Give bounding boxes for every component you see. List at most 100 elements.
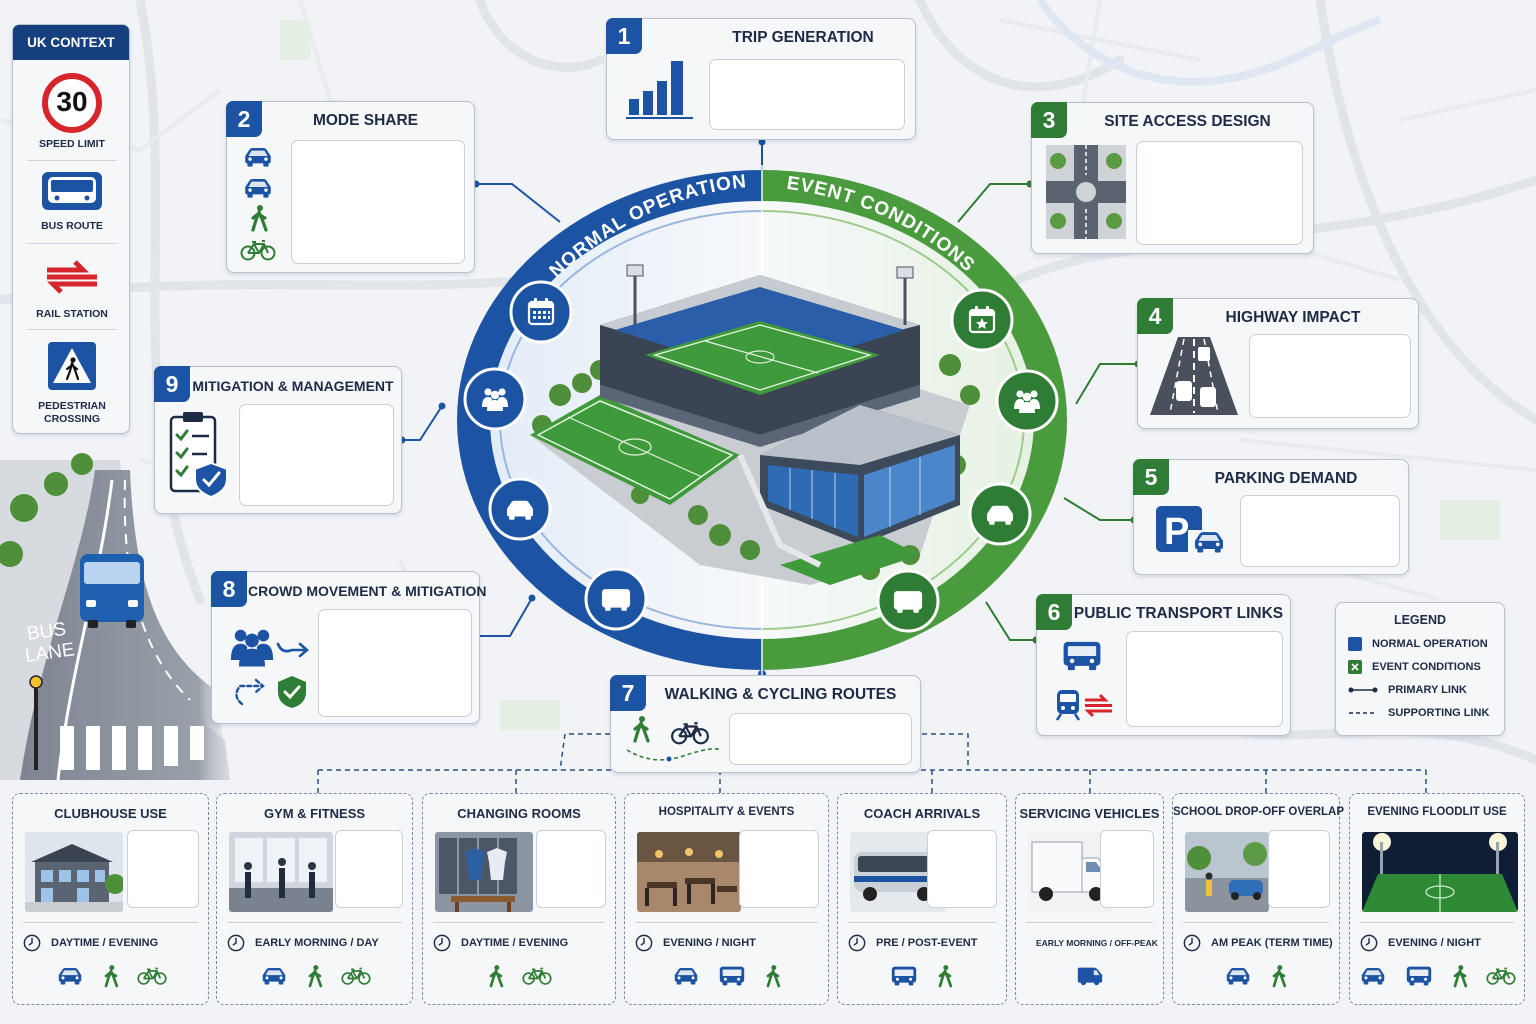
- evening-floodlit-use-photo: [1362, 832, 1518, 912]
- school-drop-off-overlap-card[interactable]: SCHOOL DROP-OFF OVERLAP AM PEAK (TERM TI…: [1172, 793, 1345, 1005]
- site-access-textbox[interactable]: [1136, 141, 1303, 245]
- use-title: SCHOOL DROP-OFF OVERLAP: [1173, 806, 1345, 818]
- clipboard-checklist-icon: [169, 412, 228, 499]
- pedestrian-icon: [766, 964, 780, 988]
- pedestrian-crossing-label: PEDESTRIAN CROSSING: [38, 400, 106, 425]
- gym-fitness-card[interactable]: GYM & FITNESS EARLY MORNING / DAY: [216, 793, 413, 1005]
- use-modes: [13, 964, 208, 988]
- servicing-vehicles-textbox[interactable]: [1100, 830, 1154, 908]
- hospitality-events-card[interactable]: HOSPITALITY & EVENTS EVENING / NIGHT: [624, 793, 829, 1005]
- servicing-vehicles-card[interactable]: SERVICING VEHICLES EARLY MORNING / OFF-P…: [1015, 793, 1164, 1005]
- legend-primary-link: PRIMARY LINK: [1348, 682, 1467, 698]
- clock-icon: [1360, 934, 1378, 952]
- primary-link-icon: [1348, 687, 1378, 693]
- pedestrian-icon: [104, 964, 118, 988]
- walking-cycling-textbox[interactable]: [729, 713, 912, 765]
- car-icon: [674, 968, 697, 985]
- coach-arrivals-textbox[interactable]: [927, 830, 997, 908]
- changing-rooms-card[interactable]: CHANGING ROOMS DAYTIME / EVENING: [422, 793, 616, 1005]
- gym-fitness-photo: [229, 832, 333, 912]
- trip-generation-textbox[interactable]: [709, 59, 905, 130]
- bus-route-icon: [42, 172, 102, 210]
- mitigation-management-card[interactable]: 9 MITIGATION & MANAGEMENT: [154, 366, 402, 514]
- use-time-label: DAYTIME / EVENING: [461, 937, 569, 949]
- use-time: EARLY MORNING / DAY: [227, 934, 406, 952]
- svg-text:P: P: [1164, 511, 1189, 553]
- speed-limit-value: 30: [56, 86, 88, 117]
- use-time: PRE / POST-EVENT: [848, 934, 1000, 952]
- parking-demand-card[interactable]: 5 PARKING DEMAND P: [1133, 459, 1409, 575]
- walking-cycling-routes-card[interactable]: 7 WALKING & CYCLING ROUTES: [610, 675, 921, 773]
- school-drop-off-overlap-textbox[interactable]: [1268, 830, 1330, 908]
- use-title: SERVICING VEHICLES: [1019, 806, 1160, 821]
- mode-share-card[interactable]: 2 MODE SHARE: [226, 101, 475, 273]
- bicycle-icon: [136, 967, 167, 985]
- event-swatch-icon: [1348, 660, 1362, 674]
- public-transport-links-card[interactable]: 6 PUBLIC TRANSPORT LINKS: [1036, 594, 1291, 736]
- use-time: AM PEAK (TERM TIME): [1183, 934, 1333, 952]
- gym-fitness-textbox[interactable]: [335, 830, 403, 908]
- use-time-label: AM PEAK (TERM TIME): [1211, 937, 1333, 949]
- use-modes: [625, 964, 828, 988]
- uk-context-title: UK CONTEXT: [13, 25, 129, 60]
- rail-station-icon: [46, 260, 97, 294]
- evening-floodlit-use-card[interactable]: EVENING FLOODLIT USE EVENING / NIGHT: [1349, 793, 1525, 1005]
- highway-impact-card[interactable]: 4 HIGHWAY IMPACT: [1137, 298, 1419, 429]
- card-number-badge: 2: [226, 101, 262, 137]
- use-time-label: DAYTIME / EVENING: [51, 937, 159, 949]
- changing-rooms-textbox[interactable]: [536, 830, 606, 908]
- bus-icon: [719, 966, 744, 986]
- use-time-label: EARLY MORNING / OFF-PEAK: [1036, 938, 1158, 948]
- pedestrian-crossing-icon: [48, 342, 96, 390]
- hospitality-events-photo: [637, 832, 741, 912]
- mitigation-management-textbox[interactable]: [239, 404, 394, 506]
- bicycle-icon: [1486, 967, 1516, 985]
- route-path-icon: [626, 748, 722, 762]
- card-number-badge: 1: [606, 18, 642, 54]
- card-title: SITE ACCESS DESIGN: [1104, 113, 1271, 130]
- site-access-design-card[interactable]: 3 SITE ACCESS DESIGN: [1031, 102, 1314, 254]
- bicycle-icon: [522, 967, 552, 985]
- card-title: PARKING DEMAND: [1214, 470, 1358, 487]
- highway-impact-textbox[interactable]: [1249, 334, 1411, 418]
- highway-icon: [1150, 337, 1238, 415]
- legend-event-conditions: EVENT CONDITIONS: [1348, 659, 1481, 675]
- use-modes: [1016, 964, 1163, 988]
- legend-normal-operation: NORMAL OPERATION: [1348, 636, 1488, 652]
- card-number-badge: 7: [610, 675, 646, 711]
- mode-share-textbox[interactable]: [291, 140, 465, 264]
- card-title: TRIP GENERATION: [732, 29, 874, 46]
- use-modes: [217, 964, 412, 988]
- pedestrian-icon: [489, 964, 504, 988]
- public-transport-textbox[interactable]: [1126, 631, 1283, 727]
- bus-route-label: BUS ROUTE: [41, 220, 103, 232]
- hospitality-events-textbox[interactable]: [739, 830, 819, 908]
- clock-icon: [635, 934, 653, 952]
- pedestrian-icon: [308, 964, 322, 988]
- rail-station-label: RAIL STATION: [36, 308, 108, 320]
- trip-generation-card[interactable]: 1 TRIP GENERATION: [606, 18, 916, 140]
- operations-hub: NORMAL OPERATION EVENT CONDITIONS: [457, 165, 1067, 675]
- bicycle-icon: [240, 238, 276, 262]
- junction-icon: [1046, 145, 1126, 239]
- parking-demand-textbox[interactable]: [1240, 495, 1400, 567]
- use-title: GYM & FITNESS: [263, 806, 366, 821]
- pedestrian-icon: [1453, 964, 1468, 988]
- crowd-movement-card[interactable]: 8 CROWD MOVEMENT & MITIGATION: [211, 571, 487, 724]
- car-icon: [1226, 968, 1250, 985]
- use-modes: [1350, 964, 1524, 988]
- hub-icons: [463, 280, 1059, 633]
- card-title: MODE SHARE: [312, 112, 419, 129]
- shield-check-icon: [278, 676, 306, 708]
- bicycle-icon: [669, 720, 711, 746]
- card-title: CROWD MOVEMENT & MITIGATION: [248, 583, 487, 599]
- clubhouse-use-textbox[interactable]: [127, 830, 199, 908]
- coach-arrivals-card[interactable]: COACH ARRIVALS PRE / POST-EVENT: [837, 793, 1007, 1005]
- clock-icon: [1183, 934, 1201, 952]
- clubhouse-use-card[interactable]: CLUBHOUSE USE DAYTIME / EVENING: [12, 793, 209, 1005]
- car-icon: [241, 175, 275, 201]
- crowd-movement-textbox[interactable]: [318, 609, 472, 717]
- use-time-label: EARLY MORNING / DAY: [255, 937, 379, 949]
- use-time: EARLY MORNING / OFF-PEAK: [1026, 934, 1158, 952]
- van-icon: [1077, 967, 1102, 986]
